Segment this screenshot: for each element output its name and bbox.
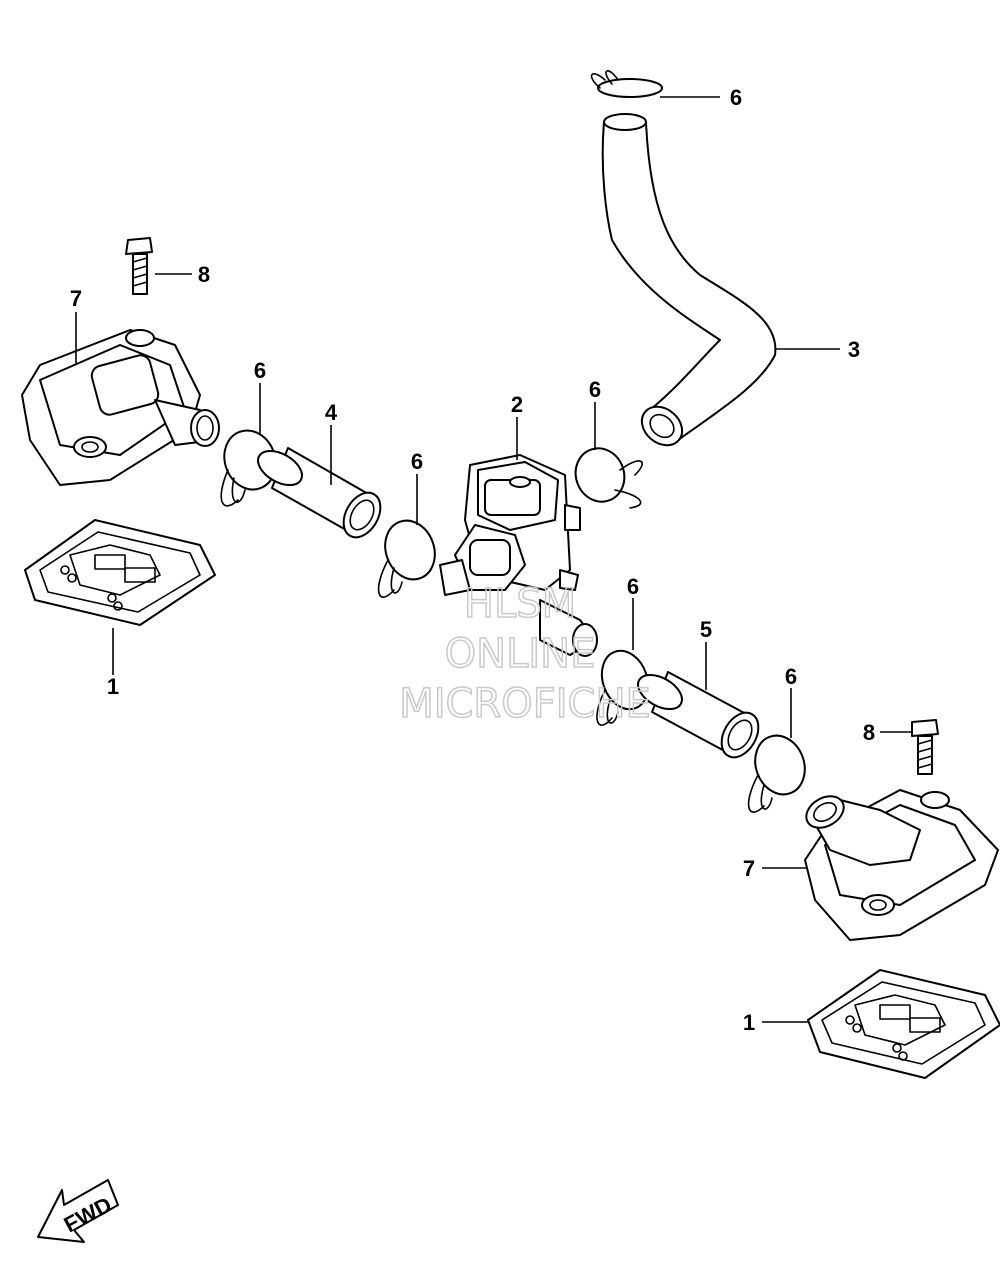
callout-labels: 6 8 7 3 6 2 6 4 6 1 6 5 6 8 7 1 — [70, 85, 875, 1035]
callout-part-6: 6 — [785, 664, 797, 689]
bolt-upper[interactable] — [125, 237, 153, 295]
hose-part-4[interactable] — [252, 444, 388, 544]
watermark-line-3: MICROFICHE — [399, 681, 651, 727]
callout-part-8: 8 — [198, 262, 210, 287]
watermark-line-2: ONLINE — [445, 631, 596, 677]
callout-part-2: 2 — [511, 392, 523, 417]
watermark-line-1: HLSM — [464, 581, 576, 627]
callout-part-6: 6 — [254, 358, 266, 383]
callout-part-6: 6 — [627, 574, 639, 599]
callout-part-6: 6 — [730, 85, 742, 110]
callout-part-1: 1 — [107, 674, 119, 699]
hose-clamp-right-upper[interactable] — [377, 514, 443, 598]
hose-clamp-valve-right[interactable] — [568, 441, 643, 509]
hose-clamp-right-lower[interactable] — [747, 729, 813, 813]
leader-lines — [75, 96, 912, 1023]
hose-part-5[interactable] — [632, 668, 766, 764]
valve-part-2[interactable] — [439, 454, 598, 657]
bolt-lower[interactable] — [911, 719, 939, 775]
cover-lower[interactable] — [801, 789, 999, 941]
gasket-lower[interactable] — [807, 969, 1000, 1079]
watermark: HLSM ONLINE MICROFICHE — [398, 580, 651, 728]
gasket-upper[interactable] — [24, 519, 216, 626]
hose-clamp-left-lower[interactable] — [594, 644, 656, 726]
hose-clamp-top[interactable] — [590, 70, 663, 98]
callout-part-7: 7 — [743, 856, 755, 881]
callout-part-7: 7 — [70, 286, 82, 311]
callout-part-4: 4 — [325, 400, 338, 425]
hose-part-3[interactable] — [601, 113, 777, 453]
fwd-arrow-icon: FWD — [37, 1179, 119, 1243]
callout-part-6: 6 — [411, 449, 423, 474]
callout-part-6: 6 — [589, 377, 601, 402]
callout-part-3: 3 — [848, 337, 860, 362]
cover-upper[interactable] — [21, 329, 220, 486]
callout-part-8: 8 — [863, 720, 875, 745]
callout-part-5: 5 — [700, 617, 712, 642]
callout-part-1: 1 — [743, 1010, 755, 1035]
